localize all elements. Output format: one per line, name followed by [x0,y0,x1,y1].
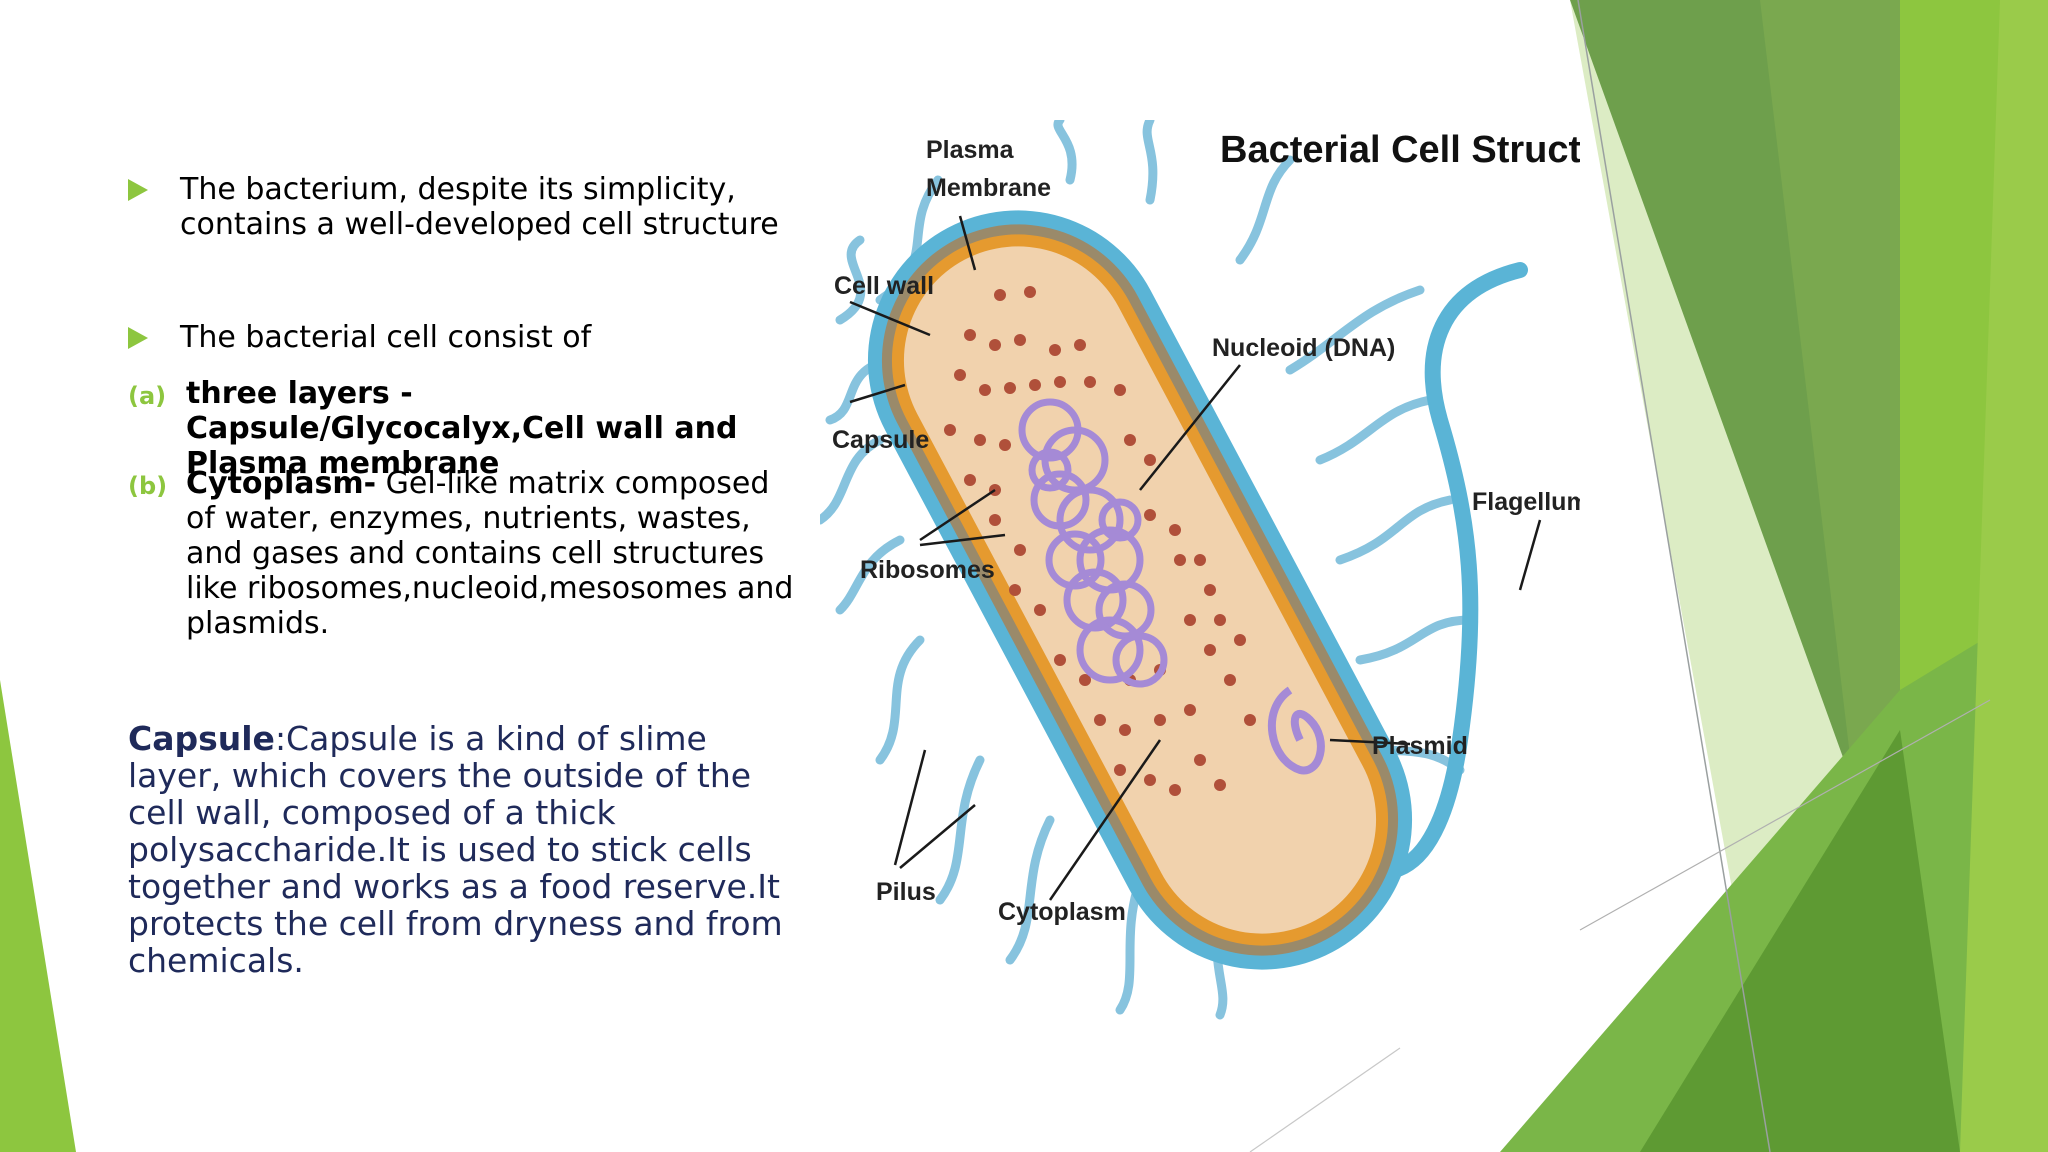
capsule-text: :Capsule is a kind of slime layer, which… [128,719,783,980]
sub-text-rest: Gel-like matrix composed of water, enzym… [186,466,794,641]
nucleoid-dna [1018,398,1168,688]
thin-line-3 [1249,1047,1401,1152]
capsule-paragraph: Capsule:Capsule is a kind of slime layer… [128,720,798,979]
sub-marker: (a) [128,382,167,410]
bullet-text: The bacterial cell consist of [180,320,592,355]
diagram-title: Bacterial Cell Structure [1220,129,1580,171]
thin-line-2 [1579,699,1991,931]
left-green-wedge [0,680,76,1152]
bullet-text: The bacterium, despite its simplicity, c… [180,172,779,242]
sub-text: three layers -Capsule/Glycocalyx,Cell wa… [186,376,788,481]
sub-text-bold: Cytoplasm- [186,466,377,501]
right-green-strip [1960,0,2048,1152]
label-plasma-membrane-line2: Membrane [926,174,1051,202]
label-nucleoid: Nucleoid (DNA) [1212,334,1395,362]
label-cell-wall: Cell wall [834,272,934,300]
label-plasmid: Plasmid [1372,732,1468,760]
triangle-bullet-icon [128,179,148,201]
label-cytoplasm: Cytoplasm [998,898,1126,926]
sub-item-b: (b) Cytoplasm- Gel-like matrix composed … [128,466,794,641]
sub-text: Cytoplasm- Gel-like matrix composed of w… [186,466,794,641]
sub-text-bold: three layers -Capsule/Glycocalyx,Cell wa… [186,376,738,481]
label-pilus: Pilus [876,878,936,906]
label-flagellum: Flagellum [1472,488,1580,516]
label-leaders [849,215,1542,901]
triangle-bullet-icon [128,327,148,349]
plasmid [1268,686,1325,775]
bullet-cell-consist: The bacterial cell consist of [128,320,808,355]
sub-marker: (b) [128,472,168,500]
bullet-cell-structure: The bacterium, despite its simplicity, c… [128,172,808,242]
label-capsule: Capsule [832,426,929,454]
capsule-term: Capsule [128,719,275,758]
label-plasma-membrane-line1: Plasma [926,136,1015,164]
bacterial-cell-diagram: Bacterial Cell Structure Plasma Membrane… [820,120,1580,1020]
sub-item-a: (a) three layers -Capsule/Glycocalyx,Cel… [128,376,788,481]
label-ribosomes: Ribosomes [860,556,995,584]
right-green-band-olive [1760,0,1900,840]
bottom-right-green-triangle-2 [1640,730,1960,1152]
ribosomes [944,286,1256,796]
thin-line-1 [1577,0,1771,1152]
